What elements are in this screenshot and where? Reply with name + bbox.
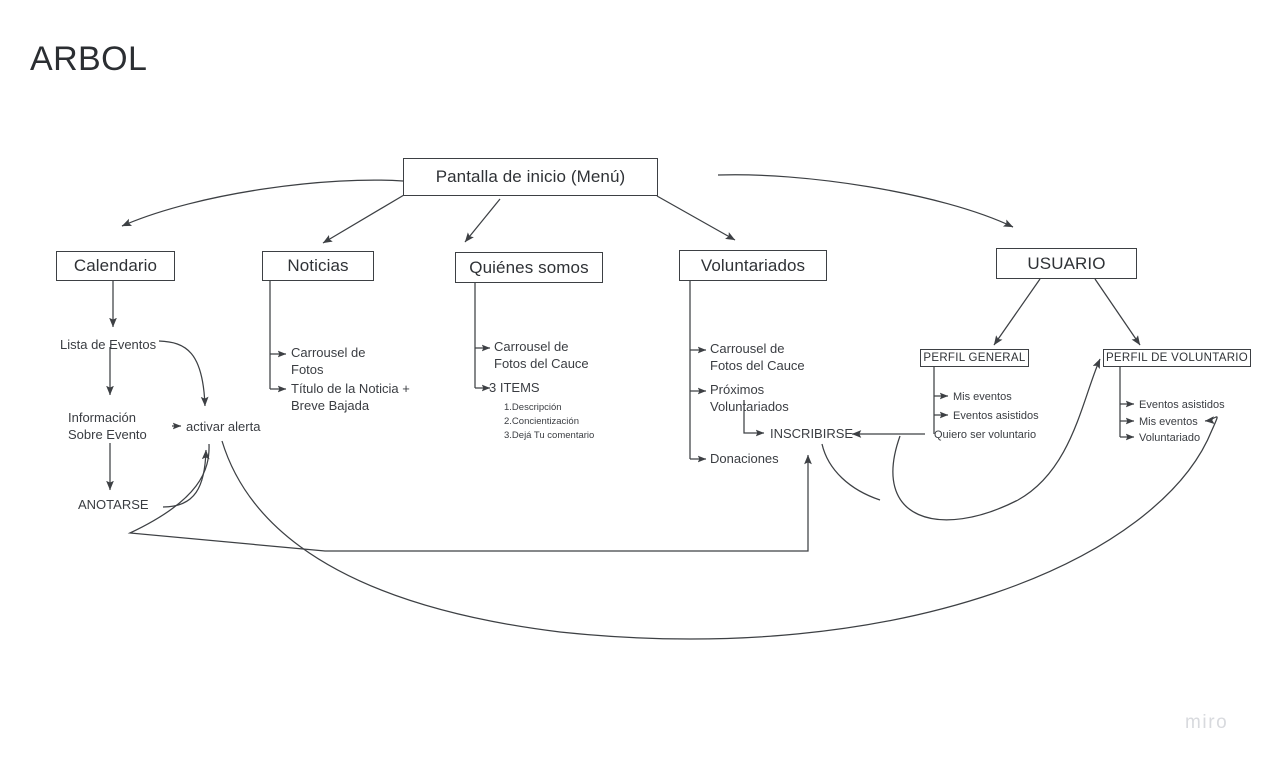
node-label: PERFIL DE VOLUNTARIO xyxy=(1105,352,1249,364)
label-informacion-sobre-evento: Información Sobre Evento xyxy=(68,410,147,442)
label-item-concientizacion: 2.Concientización xyxy=(504,416,579,427)
node-noticias[interactable]: Noticias xyxy=(262,251,374,281)
label-noticias-carrousel-de-fotos: Carrousel de Fotos xyxy=(291,345,366,377)
node-label: Pantalla de inicio (Menú) xyxy=(435,167,626,186)
node-voluntariados[interactable]: Voluntariados xyxy=(679,250,827,281)
label-inscribirse: INSCRIBIRSE xyxy=(770,426,854,441)
label-donaciones: Donaciones xyxy=(710,451,779,466)
node-perfil-general[interactable]: PERFIL GENERAL xyxy=(920,349,1029,367)
node-quienes-somos[interactable]: Quiénes somos xyxy=(455,252,603,283)
label-pv-voluntariado: Voluntariado xyxy=(1139,432,1201,444)
page-title: ARBOL xyxy=(30,40,148,78)
label-3-items: 3 ITEMS xyxy=(489,380,540,395)
node-label: Voluntariados xyxy=(700,255,806,275)
label-pv-eventos-asistidos: Eventos asistidos xyxy=(1139,399,1225,411)
node-label: Calendario xyxy=(73,256,158,275)
label-pg-eventos-asistidos: Eventos asistidos xyxy=(953,410,1039,422)
label-pv-mis-eventos: Mis eventos xyxy=(1139,416,1198,428)
node-label: Quiénes somos xyxy=(469,257,589,277)
node-perfil-de-voluntario[interactable]: PERFIL DE VOLUNTARIO xyxy=(1103,349,1251,367)
label-pg-mis-eventos: Mis eventos xyxy=(953,391,1012,403)
label-anotarse: ANOTARSE xyxy=(78,497,149,512)
node-calendario[interactable]: Calendario xyxy=(56,251,175,281)
node-usuario[interactable]: USUARIO xyxy=(996,248,1137,279)
label-lista-de-eventos: Lista de Eventos xyxy=(60,337,157,352)
label-vol-carrousel-fotos-del-cauce: Carrousel de Fotos del Cauce xyxy=(710,341,805,373)
label-proximos-voluntariados: Próximos Voluntariados xyxy=(710,382,789,414)
node-label: Noticias xyxy=(287,256,349,275)
label-titulo-de-la-noticia: Título de la Noticia + Breve Bajada xyxy=(291,381,410,413)
label-pg-quiero-ser-voluntario: Quiero ser voluntario xyxy=(934,429,1037,441)
label-quienes-carrousel-fotos-del-cauce: Carrousel de Fotos del Cauce xyxy=(494,339,589,371)
label-activar-alerta: activar alerta xyxy=(186,419,261,434)
node-label: USUARIO xyxy=(1027,253,1106,273)
label-item-descripcion: 1.Descripción xyxy=(504,402,562,413)
node-pantalla-de-inicio[interactable]: Pantalla de inicio (Menú) xyxy=(403,158,658,196)
label-item-deja-tu-comentario: 3.Dejá Tu comentario xyxy=(504,430,595,441)
node-label: PERFIL GENERAL xyxy=(923,352,1026,364)
miro-watermark: miro xyxy=(1185,712,1229,733)
